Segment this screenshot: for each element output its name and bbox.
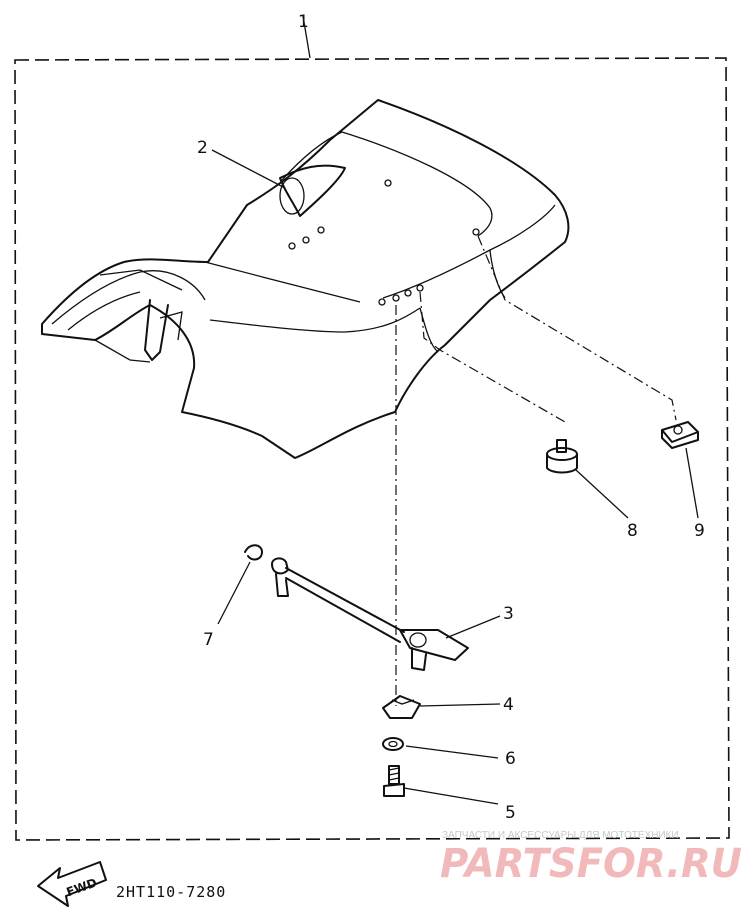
bolt-part: [383, 765, 405, 797]
label-1: 1: [298, 12, 309, 32]
label-3: 3: [503, 604, 514, 624]
projection-lines: [395, 235, 677, 706]
clip-part: [244, 544, 263, 561]
label-9: 9: [694, 521, 705, 541]
label-8: 8: [627, 521, 638, 541]
label-5: 5: [505, 803, 516, 823]
label-2: 2: [197, 138, 208, 158]
damper-part: [546, 439, 578, 474]
seat-illustration: [41, 99, 570, 459]
assembly-frame: [14, 15, 730, 841]
watermark-caption: ЗАПЧАСТИ И АКСЕССУАРЫ ДЛЯ МОТОТЕХНИКИ: [442, 830, 679, 841]
label-4: 4: [503, 695, 514, 715]
label-7: 7: [203, 630, 214, 650]
nut-part: [382, 695, 421, 719]
fastener-part: [661, 421, 699, 449]
washer-part: [382, 737, 404, 751]
label-6: 6: [505, 749, 516, 769]
fwd-arrow-icon: FWD: [37, 861, 107, 907]
lock-assembly-part: [271, 557, 469, 671]
watermark-brand: PARTSFOR.RU: [440, 841, 742, 887]
fwd-label: FWD: [64, 875, 98, 899]
part-code: 2HT110-7280: [116, 883, 226, 901]
leader-lines: [211, 149, 699, 805]
